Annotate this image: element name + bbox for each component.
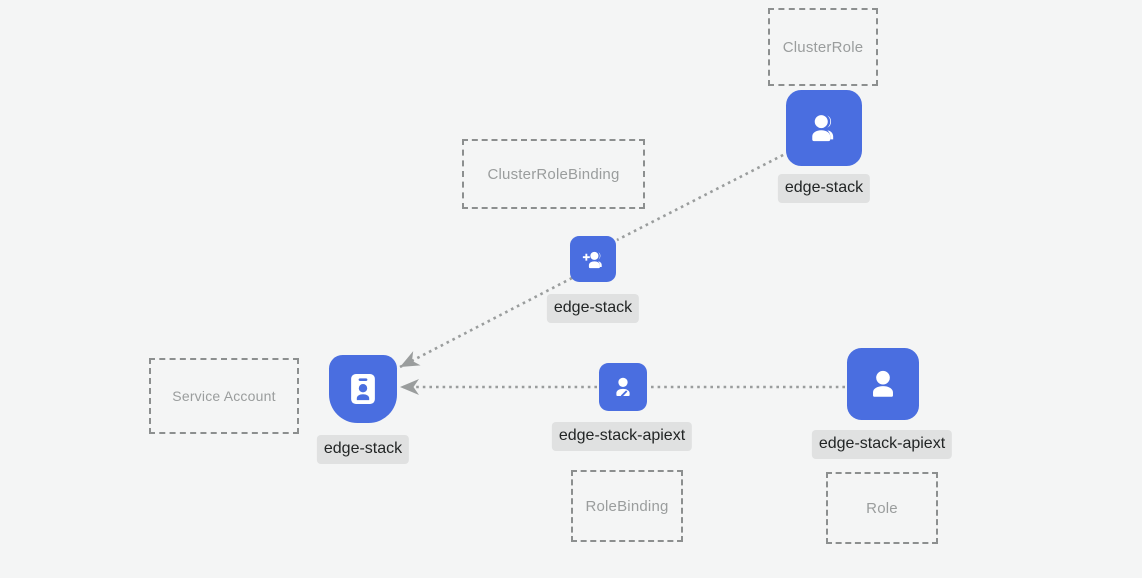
edge-clusterrolebinding-to-serviceaccount (399, 276, 573, 369)
edge-clusterrolebinding-to-serviceaccount-arrowhead (400, 351, 421, 367)
node-label-serviceaccount: edge-stack (316, 435, 410, 464)
type-box-rolebinding: RoleBinding (571, 470, 683, 542)
node-label-clusterrolebinding: edge-stack (546, 294, 640, 323)
node-label-rolebinding: edge-stack-apiext (551, 422, 693, 451)
type-label-clusterrolebinding: ClusterRoleBinding (487, 165, 620, 183)
type-box-clusterrolebinding: ClusterRoleBinding (462, 139, 645, 209)
type-label-serviceaccount: Service Account (172, 388, 276, 404)
type-box-clusterrole: ClusterRole (768, 8, 878, 86)
add-user-icon[interactable] (570, 236, 616, 282)
type-box-serviceaccount: Service Account (149, 358, 299, 434)
type-label-rolebinding: RoleBinding (585, 497, 669, 515)
type-box-role: Role (826, 472, 938, 544)
edit-user-icon[interactable] (599, 363, 647, 411)
node-label-clusterrole: edge-stack (777, 174, 871, 203)
node-label-role: edge-stack-apiext (811, 430, 953, 459)
id-badge-shield-icon[interactable] (329, 355, 397, 423)
group-users-icon[interactable] (786, 90, 862, 166)
edge-rolebinding-to-serviceaccount-arrowhead (400, 379, 419, 395)
single-user-icon[interactable] (847, 348, 919, 420)
type-label-clusterrole: ClusterRole (782, 38, 864, 56)
type-label-role: Role (866, 499, 898, 517)
